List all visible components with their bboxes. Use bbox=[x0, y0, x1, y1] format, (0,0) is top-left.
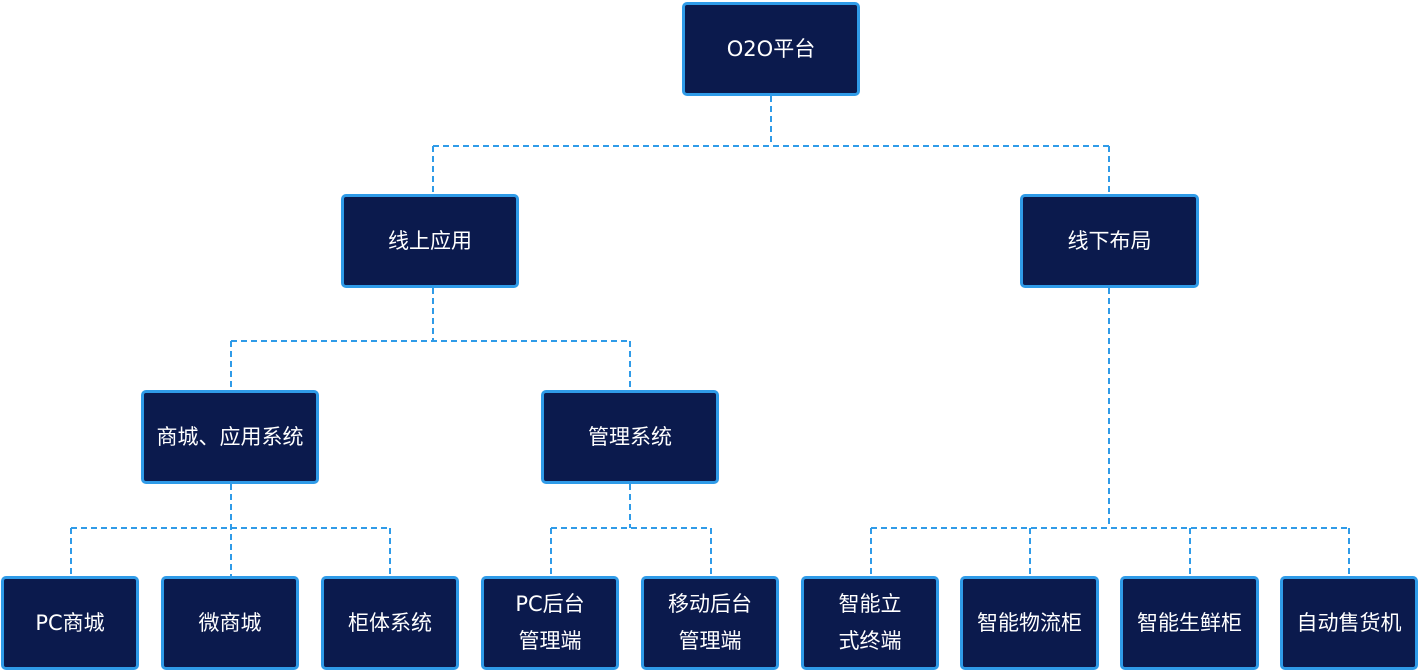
node-mobile-admin: 移动后台 管理端 bbox=[641, 576, 779, 670]
node-vending-machine: 自动售货机 bbox=[1280, 576, 1418, 670]
node-management-system: 管理系统 bbox=[541, 390, 719, 484]
node-pc-mall: PC商城 bbox=[1, 576, 139, 670]
node-micro-mall: 微商城 bbox=[161, 576, 299, 670]
node-label: 线下布局 bbox=[1067, 228, 1152, 253]
node-label-line2: 式终端 bbox=[838, 629, 902, 653]
node-mall-app-system: 商城、应用系统 bbox=[141, 390, 319, 484]
node-label-line1: PC后台 bbox=[515, 592, 585, 617]
node-label-group: PC后台 管理端 bbox=[515, 586, 584, 660]
node-online-applications: 线上应用 bbox=[341, 194, 519, 288]
node-label-line2: 管理端 bbox=[678, 629, 742, 653]
node-label: 线上应用 bbox=[388, 228, 472, 253]
node-label: 智能物流柜 bbox=[977, 610, 1082, 635]
node-label: PC商城 bbox=[35, 610, 105, 635]
node-label-group: 移动后台 管理端 bbox=[668, 586, 752, 660]
node-label-line1: 智能立 bbox=[838, 592, 902, 617]
node-label-line2: 管理端 bbox=[518, 629, 582, 653]
node-smart-fresh-cabinet: 智能生鲜柜 bbox=[1120, 576, 1259, 670]
node-o2o-platform: O2O平台 bbox=[682, 2, 860, 96]
node-label: 管理系统 bbox=[588, 424, 672, 449]
node-cabinet-system: 柜体系统 bbox=[321, 576, 459, 670]
node-label-line1: 移动后台 bbox=[668, 592, 752, 617]
node-label-group: 智能立 式终端 bbox=[839, 586, 902, 660]
node-label: 微商城 bbox=[198, 610, 262, 635]
node-label: O2O平台 bbox=[726, 36, 816, 61]
node-label: 柜体系统 bbox=[348, 610, 432, 635]
node-smart-standing-terminal: 智能立 式终端 bbox=[801, 576, 939, 670]
node-offline-layout: 线下布局 bbox=[1020, 194, 1199, 288]
node-label: 自动售货机 bbox=[1296, 610, 1402, 635]
node-label: 商城、应用系统 bbox=[156, 424, 304, 449]
node-label: 智能生鲜柜 bbox=[1137, 610, 1242, 635]
node-smart-logistics-cabinet: 智能物流柜 bbox=[960, 576, 1099, 670]
node-pc-admin: PC后台 管理端 bbox=[481, 576, 619, 670]
